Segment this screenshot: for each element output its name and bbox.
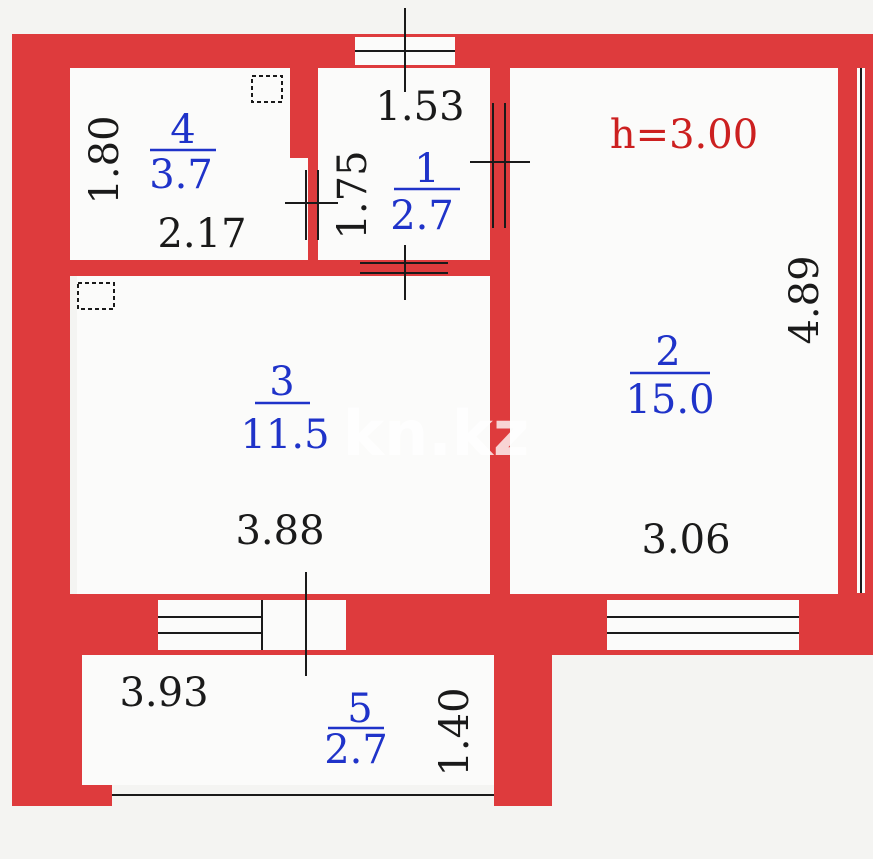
- room-5-area: 2.7: [324, 727, 388, 773]
- room-3-area: 11.5: [240, 412, 329, 458]
- room-1-number: 1: [414, 146, 439, 192]
- windows: [112, 8, 799, 796]
- wall-room1-left: [308, 68, 318, 268]
- watermark: kn.kz: [343, 397, 529, 470]
- dim-room5-height: 1.40: [432, 687, 478, 776]
- dim-room4-width: 2.17: [157, 211, 246, 257]
- wall-balcony-right: [494, 655, 552, 806]
- door-room1-room4: [285, 170, 338, 240]
- dim-room3-width: 3.88: [235, 508, 324, 554]
- room-3-number: 3: [269, 359, 294, 405]
- dim-room1-height: 1.75: [330, 150, 376, 239]
- fixture-mark-room3: [77, 282, 115, 310]
- ceiling-height-label: h=3.00: [610, 112, 758, 158]
- door-marks: [77, 75, 530, 310]
- dimensions: 1.80 2.17 1.53 1.75 4.89 3.88 3.06 3.93 …: [82, 84, 828, 777]
- dim-room4-height: 1.80: [82, 115, 128, 204]
- room-1-label: 1 2.7: [390, 146, 460, 239]
- room-3-label: 3 11.5: [240, 359, 329, 458]
- window-room3-bottom: [158, 572, 346, 676]
- wall-right: [838, 34, 873, 646]
- room-2-number: 2: [655, 329, 680, 375]
- wall-left: [12, 34, 70, 806]
- window-room2-bottom: [607, 600, 799, 650]
- fixture-mark-room4: [251, 75, 283, 103]
- room-2-area: 15.0: [625, 377, 714, 423]
- window-top: [355, 8, 455, 92]
- dim-room2-width: 3.06: [641, 517, 730, 563]
- room-5-label: 5 2.7: [324, 686, 388, 773]
- room-4-floor: [70, 68, 308, 260]
- wall-room4-notch: [290, 68, 318, 158]
- room-2-label: 2 15.0: [625, 329, 714, 423]
- room-1-floor: [318, 68, 490, 260]
- room-4-number: 4: [170, 107, 195, 153]
- wall-bottom: [12, 785, 112, 806]
- room-3-floor: [77, 276, 490, 594]
- room-5-floor: [82, 655, 494, 785]
- room-4-label: 4 3.7: [149, 107, 216, 198]
- door-room1-room3: [360, 245, 448, 300]
- room-4-area: 3.7: [149, 152, 213, 198]
- dim-room2-height: 4.89: [782, 255, 828, 344]
- room-floors: [70, 68, 838, 785]
- room-1-area: 2.7: [390, 193, 454, 239]
- door-room1-room2: [470, 103, 530, 228]
- room-2-floor: [510, 68, 838, 594]
- dim-room1-width: 1.53: [375, 84, 464, 130]
- wall-bottom-left: [70, 655, 82, 805]
- dim-room5-width: 3.93: [119, 670, 208, 716]
- room-5-number: 5: [347, 686, 372, 732]
